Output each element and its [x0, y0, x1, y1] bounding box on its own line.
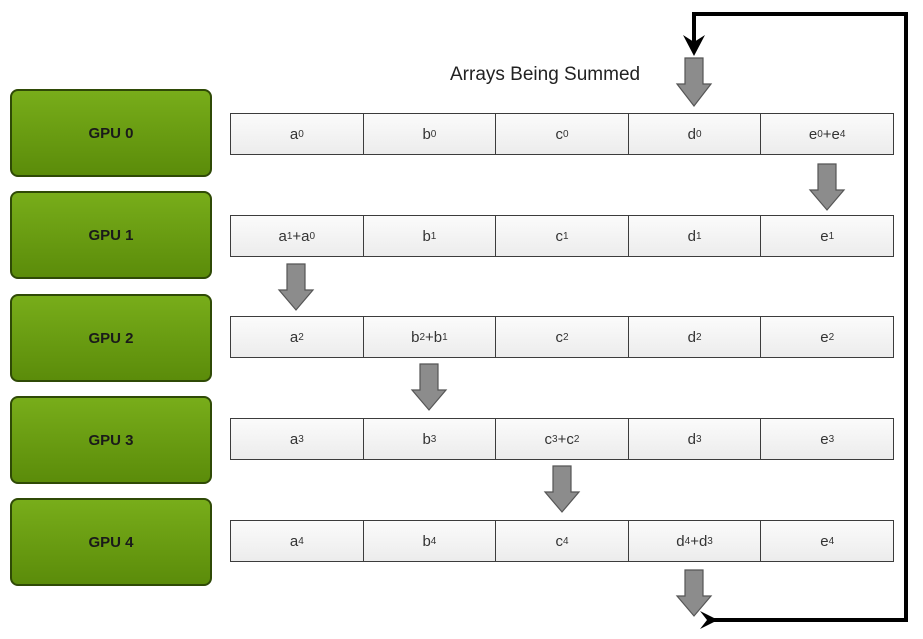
gpu-4-box: GPU 4 — [10, 498, 212, 586]
block-arrow-gpu1-to-gpu2 — [277, 263, 315, 311]
gpu-1-box: GPU 1 — [10, 191, 212, 279]
block-arrow-out-of-gpu4 — [675, 569, 713, 617]
loop-arrowhead-bottom — [700, 611, 718, 629]
gpu-2-box: GPU 2 — [10, 294, 212, 382]
block-arrow-gpu0-to-gpu1 — [808, 163, 846, 211]
gpu-0-box: GPU 0 — [10, 89, 212, 177]
block-arrow-gpu2-to-gpu3 — [410, 363, 448, 411]
gpu-3-box: GPU 3 — [10, 396, 212, 484]
block-arrow-into-gpu0 — [675, 57, 713, 107]
feedback-loop-line — [692, 12, 908, 622]
loop-arrowhead-top — [683, 35, 705, 56]
block-arrow-gpu3-to-gpu4 — [543, 465, 581, 513]
arrays-caption: Arrays Being Summed — [450, 64, 641, 85]
